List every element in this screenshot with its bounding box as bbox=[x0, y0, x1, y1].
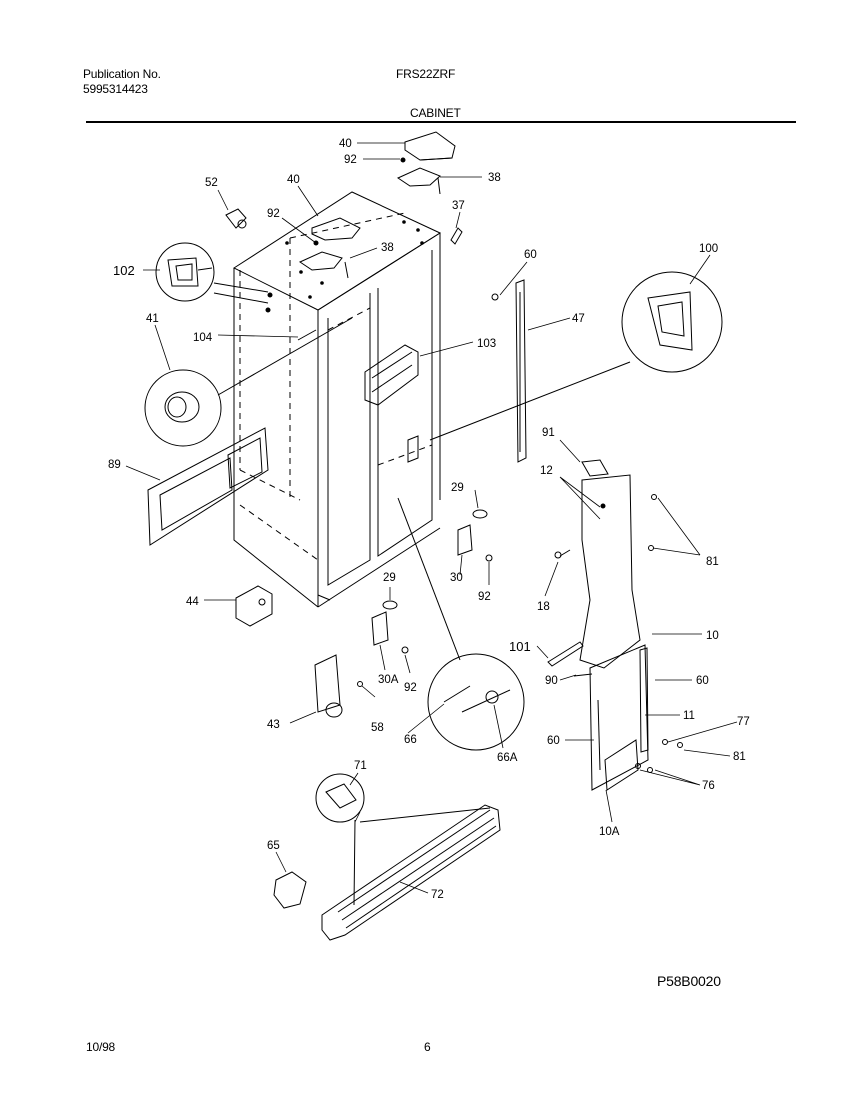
callout-91: 91 bbox=[542, 427, 555, 439]
publication-number: 5995314423 bbox=[83, 82, 148, 96]
callout-102: 102 bbox=[113, 263, 135, 278]
callout-60: 60 bbox=[524, 249, 537, 261]
part-91-clip bbox=[581, 459, 609, 477]
detail-circle-41 bbox=[144, 317, 353, 447]
hinge-cover-top bbox=[404, 131, 456, 161]
callout-30: 30 bbox=[450, 572, 463, 584]
part-43-roller bbox=[314, 654, 343, 718]
callout-90: 90 bbox=[545, 675, 558, 687]
callout-12: 12 bbox=[540, 465, 553, 477]
callout-52: 52 bbox=[205, 177, 218, 189]
callout-71: 71 bbox=[354, 760, 367, 772]
callout-58: 58 bbox=[371, 722, 384, 734]
detail-circle-71 bbox=[315, 773, 365, 823]
part-72-grille bbox=[321, 804, 501, 941]
hinge-cover-mid bbox=[311, 217, 361, 241]
part-30a-bracket bbox=[371, 611, 389, 646]
callout-77: 77 bbox=[737, 716, 750, 728]
callout-81: 81 bbox=[706, 556, 719, 568]
callout-43: 43 bbox=[267, 719, 280, 731]
callout-92-d: 92 bbox=[404, 682, 417, 694]
part-44-block bbox=[235, 585, 273, 627]
callout-18: 18 bbox=[537, 601, 550, 613]
callout-labels: 40 92 38 52 40 92 37 38 102 60 100 41 47… bbox=[108, 138, 750, 901]
part-89-panel bbox=[147, 427, 269, 546]
callout-60-c: 60 bbox=[547, 735, 560, 747]
callout-29-b: 29 bbox=[383, 572, 396, 584]
callout-66: 66 bbox=[404, 734, 417, 746]
callout-44: 44 bbox=[186, 596, 199, 608]
callout-89: 89 bbox=[108, 459, 121, 471]
part-90-strip bbox=[573, 673, 593, 677]
callout-47: 47 bbox=[572, 313, 585, 325]
detail-circle-102 bbox=[155, 242, 269, 304]
callout-38: 38 bbox=[381, 242, 394, 254]
model-number: FRS22ZRF bbox=[396, 67, 456, 81]
cabinet-body bbox=[232, 191, 442, 608]
part-30-bracket bbox=[457, 524, 473, 556]
callout-38-top: 38 bbox=[488, 172, 501, 184]
leader-lines bbox=[125, 142, 738, 894]
part-103-handle bbox=[364, 344, 419, 406]
callout-40-top: 40 bbox=[339, 138, 352, 150]
detail-circle-66 bbox=[397, 497, 525, 751]
publication-label: Publication No. bbox=[83, 67, 161, 81]
hinge-mid bbox=[298, 240, 349, 279]
diagram-code: P58B0020 bbox=[657, 973, 721, 989]
part-52-bracket bbox=[225, 208, 247, 229]
callout-60-b: 60 bbox=[696, 675, 709, 687]
callout-104: 104 bbox=[193, 332, 213, 344]
callout-101: 101 bbox=[509, 639, 531, 654]
callout-29: 29 bbox=[451, 482, 464, 494]
section-title: CABINET bbox=[410, 106, 461, 120]
callout-40: 40 bbox=[287, 174, 300, 186]
hinge-top bbox=[396, 157, 441, 195]
part-10a-lower-panel bbox=[589, 644, 649, 791]
callout-65: 65 bbox=[267, 840, 280, 852]
callout-66a: 66A bbox=[497, 752, 518, 764]
callout-92-top: 92 bbox=[344, 154, 357, 166]
callout-81-b: 81 bbox=[733, 751, 746, 763]
page-number: 6 bbox=[424, 1040, 431, 1054]
callout-103: 103 bbox=[477, 338, 496, 350]
callout-92-c: 92 bbox=[478, 591, 491, 603]
detail-circle-100 bbox=[429, 271, 723, 441]
callout-41: 41 bbox=[146, 313, 159, 325]
callout-10: 10 bbox=[706, 630, 719, 642]
part-104-screw bbox=[297, 329, 317, 341]
part-47-rail bbox=[515, 279, 527, 463]
header-rule bbox=[86, 121, 796, 123]
part-101-strip bbox=[547, 641, 584, 667]
callout-72: 72 bbox=[431, 889, 444, 901]
callout-11: 11 bbox=[683, 710, 695, 722]
callout-92: 92 bbox=[267, 208, 280, 220]
callout-30a: 30A bbox=[378, 674, 399, 686]
part-10-rear-panel bbox=[579, 474, 641, 669]
callout-37: 37 bbox=[452, 200, 465, 212]
part-37-clip bbox=[450, 227, 463, 245]
callout-100: 100 bbox=[699, 243, 718, 255]
callout-10a: 10A bbox=[599, 826, 620, 838]
callout-76: 76 bbox=[702, 780, 715, 792]
part-65-bracket bbox=[273, 871, 307, 909]
revision-date: 10/98 bbox=[86, 1040, 116, 1054]
